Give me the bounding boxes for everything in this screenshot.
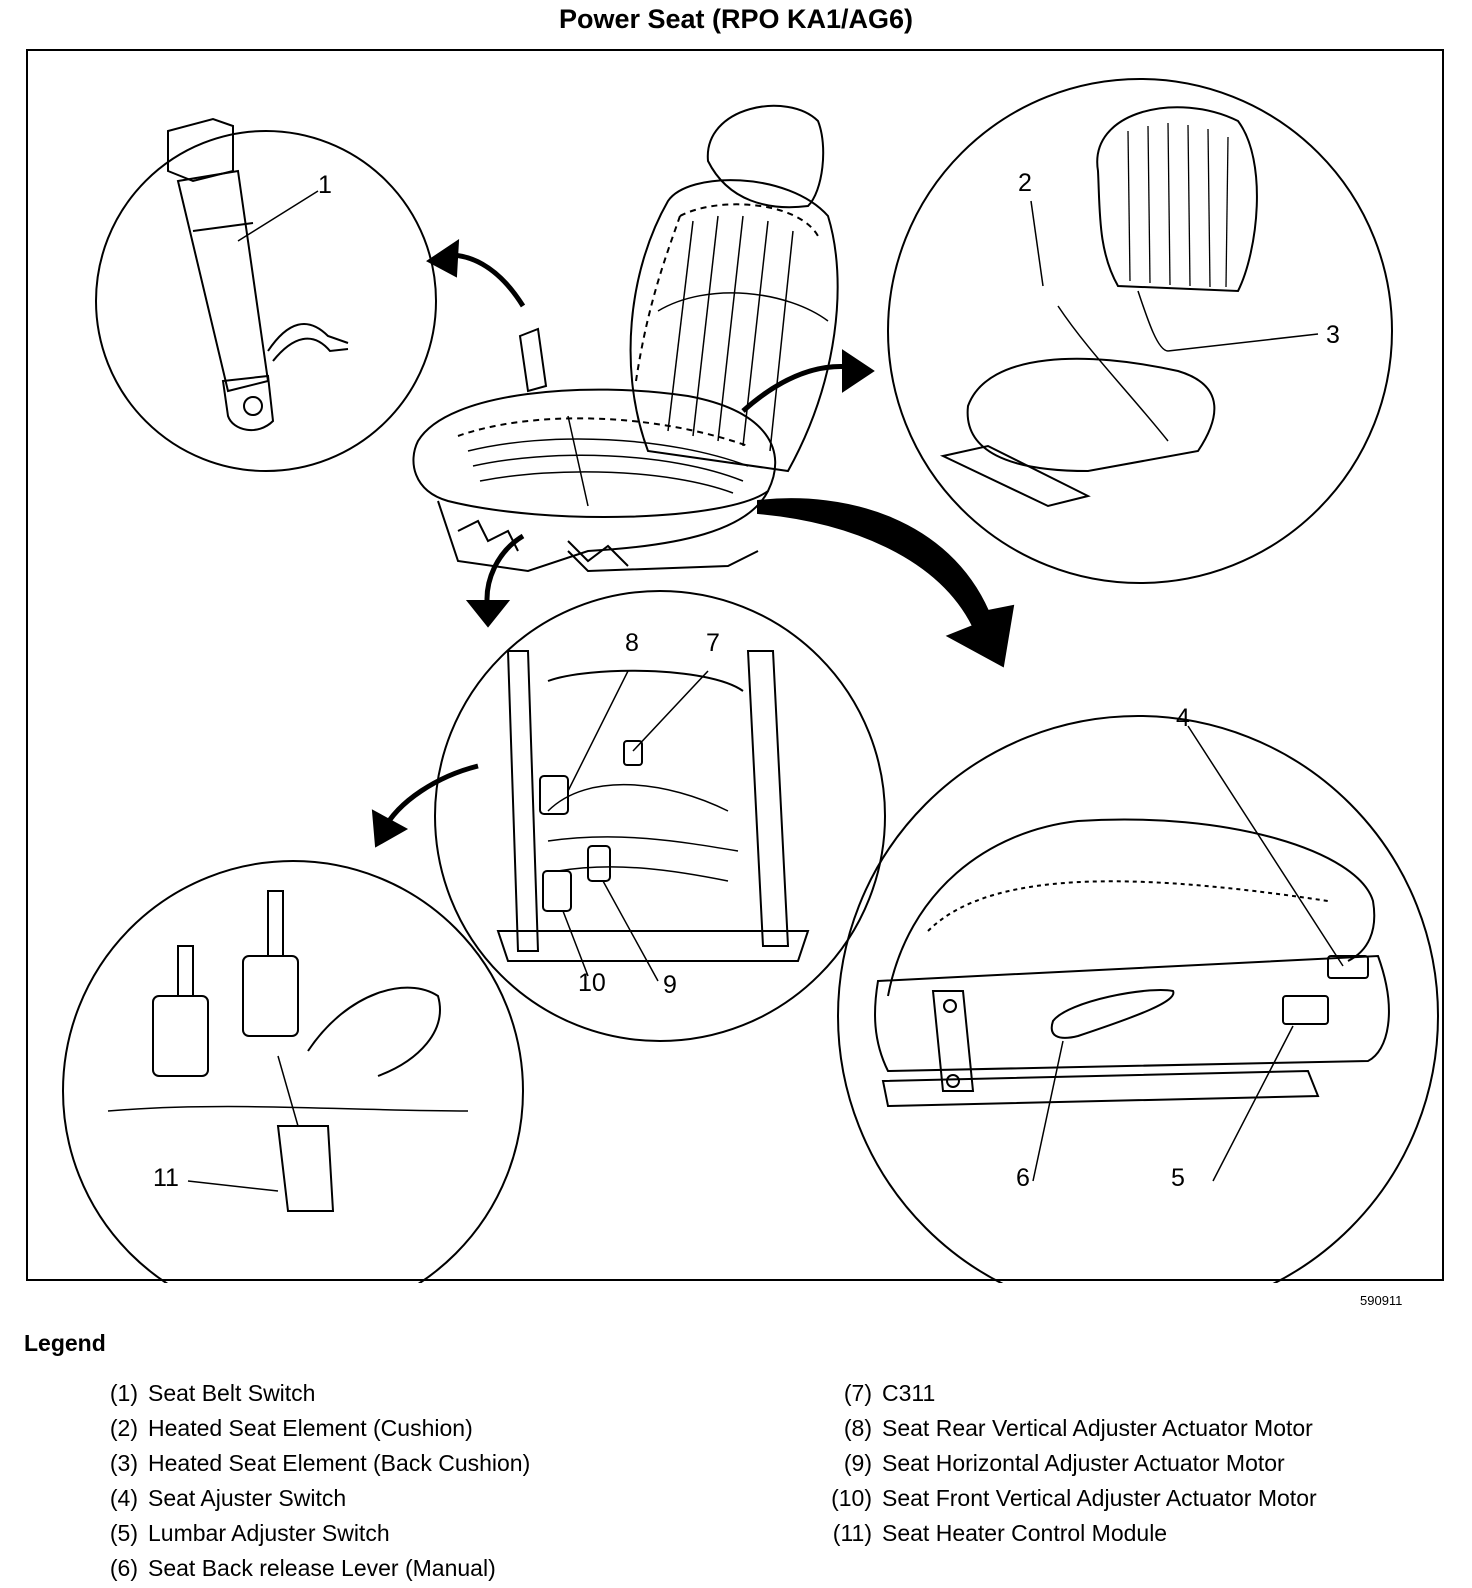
legend-label: Seat Front Vertical Adjuster Actuator Mo…: [882, 1485, 1317, 1511]
callout-11: 11: [153, 1164, 179, 1192]
callout-6: 6: [1016, 1164, 1030, 1192]
legend-number: (7): [843, 1380, 872, 1406]
callout-3: 3: [1326, 321, 1340, 349]
page-title: Power Seat (RPO KA1/AG6): [558, 4, 914, 34]
legend-column-right: (7) C311 (8) Seat Rear Vertical Adjuster A…: [818, 1376, 1317, 1551]
legend-number: (9): [843, 1450, 872, 1476]
legend-number: (3): [109, 1450, 138, 1476]
legend-item: (5) Lumbar Adjuster Switch: [84, 1516, 530, 1551]
legend-label: Lumbar Adjuster Switch: [148, 1520, 390, 1546]
legend-item: (10) Seat Front Vertical Adjuster Actuato…: [818, 1481, 1317, 1516]
legend-item: (7) C311: [818, 1376, 1317, 1411]
legend-label: Seat Rear Vertical Adjuster Actuator Mot…: [882, 1415, 1313, 1441]
diagram-frame: 1 2 3 4 5 6 7 8 9 10 11: [26, 49, 1444, 1283]
legend-label: Seat Belt Switch: [148, 1380, 316, 1406]
callout-10: 10: [578, 969, 606, 997]
callout-1: 1: [318, 171, 332, 199]
legend-number: (2): [109, 1415, 138, 1441]
seat-diagram: [62, 78, 1439, 1283]
callout-2: 2: [1018, 169, 1032, 197]
legend-number: (10): [831, 1485, 872, 1511]
callout-5: 5: [1171, 1164, 1185, 1192]
legend-item: (11) Seat Heater Control Module: [818, 1516, 1317, 1551]
legend-column-left: (1) Seat Belt Switch (2) Heated Seat Eleme…: [84, 1376, 530, 1586]
legend-label: Heated Seat Element (Back Cushion): [148, 1450, 531, 1476]
legend-item: (8) Seat Rear Vertical Adjuster Actuator …: [818, 1411, 1317, 1446]
callout-8: 8: [625, 629, 639, 657]
detail-circle-seat-frame: [434, 590, 886, 1042]
legend-item: (1) Seat Belt Switch: [84, 1376, 530, 1411]
legend-heading: Legend: [24, 1330, 106, 1356]
figure-id: 590911: [1360, 1293, 1403, 1308]
legend-label: C311: [882, 1380, 936, 1406]
legend-label: Seat Heater Control Module: [882, 1520, 1168, 1546]
callout-7: 7: [706, 629, 720, 657]
legend-number: (1): [109, 1380, 138, 1406]
legend-item: (3) Heated Seat Element (Back Cushion): [84, 1446, 530, 1481]
legend-label: Heated Seat Element (Cushion): [148, 1415, 473, 1441]
legend-label: Seat Back release Lever (Manual): [148, 1555, 496, 1581]
detail-circle-heated-elements: [887, 78, 1393, 584]
legend-number: (6): [109, 1555, 138, 1581]
curved-arrows: [371, 239, 1015, 848]
legend-item: (6) Seat Back release Lever (Manual): [84, 1551, 530, 1586]
legend-number: (4): [109, 1485, 138, 1511]
legend-item: (4) Seat Ajuster Switch: [84, 1481, 530, 1516]
callout-4: 4: [1176, 704, 1190, 732]
legend-item: (2) Heated Seat Element (Cushion): [84, 1411, 530, 1446]
detail-circle-seat-belt-switch: [95, 117, 437, 472]
detail-circle-heater-module: [62, 860, 524, 1283]
legend-label: Seat Horizontal Adjuster Actuator Motor: [882, 1450, 1285, 1476]
legend-item: (9) Seat Horizontal Adjuster Actuator Mot…: [818, 1446, 1317, 1481]
detail-circle-side-controls: [837, 715, 1439, 1283]
legend-number: (5): [109, 1520, 138, 1546]
legend-number: (8): [843, 1415, 872, 1441]
center-seat-illustration: [412, 104, 839, 573]
legend-number: (11): [832, 1520, 872, 1546]
legend-label: Seat Ajuster Switch: [148, 1485, 347, 1511]
callout-9: 9: [663, 971, 677, 999]
